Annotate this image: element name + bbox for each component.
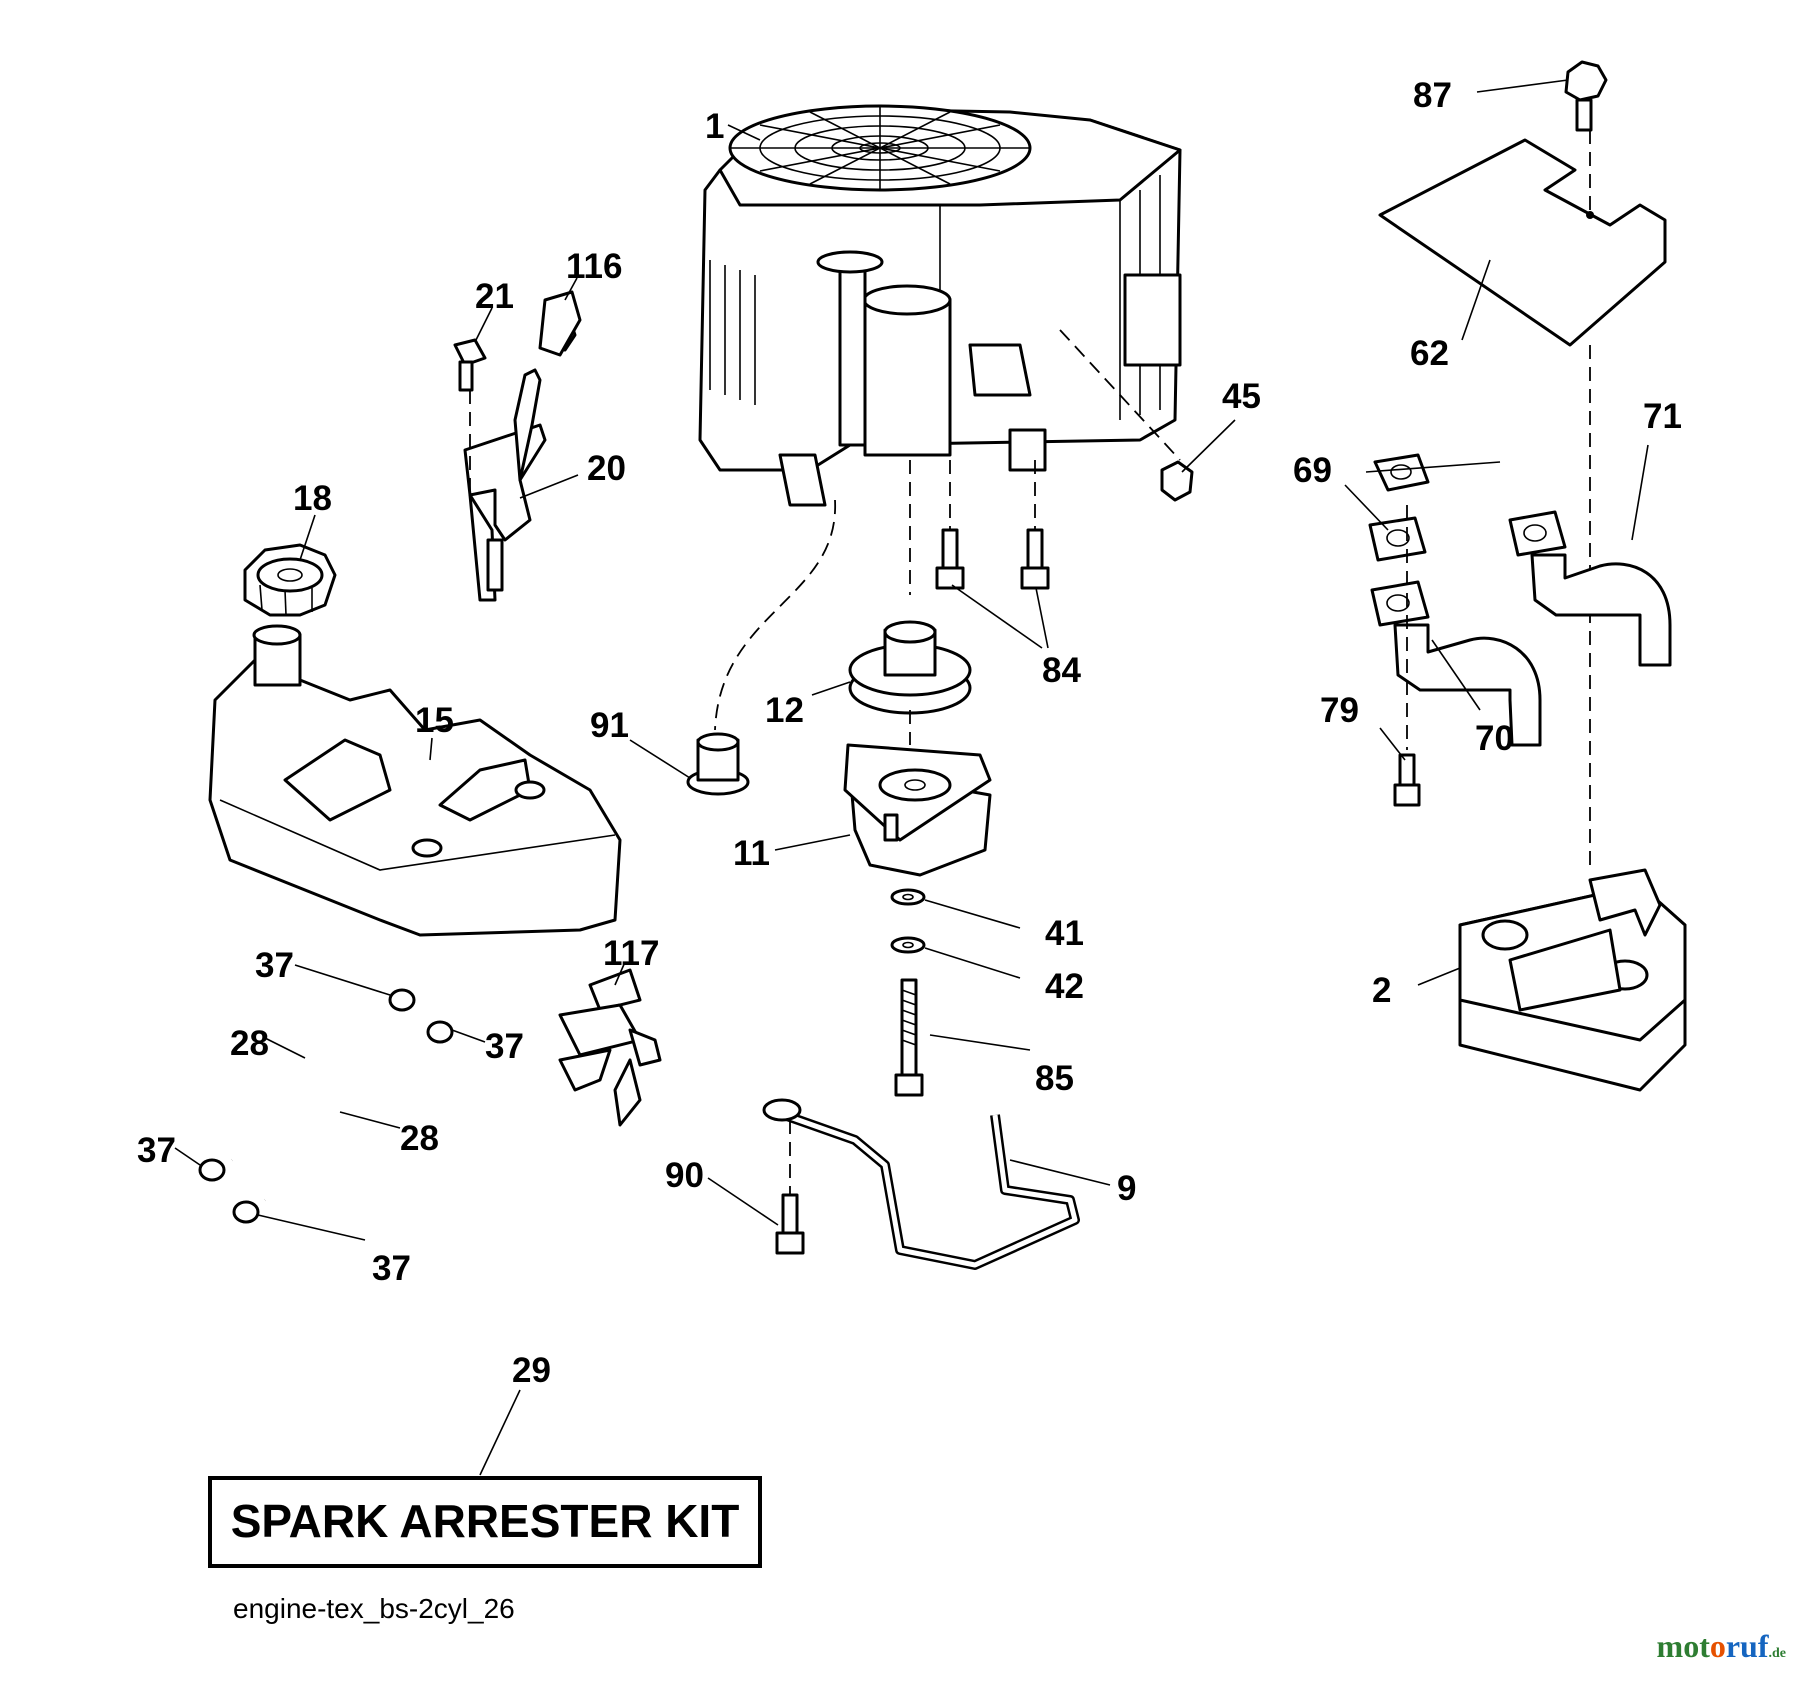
spark-arrester-kit-box: SPARK ARRESTER KIT	[208, 1476, 762, 1568]
throttle-knob-116	[538, 290, 582, 357]
label-70: 70	[1475, 719, 1514, 758]
pulley	[848, 620, 972, 715]
label-116: 116	[566, 247, 622, 286]
label-12: 12	[765, 691, 804, 730]
label-37-bottom: 37	[372, 1249, 411, 1288]
fuel-tank	[208, 624, 622, 937]
spark-arrester-kit-label: SPARK ARRESTER KIT	[231, 1495, 740, 1547]
label-37-top: 37	[255, 946, 294, 985]
bolts-84	[935, 528, 1050, 590]
label-37-mid: 37	[485, 1027, 524, 1066]
screw-79	[1393, 753, 1421, 807]
diagram-code: engine-tex_bs-2cyl_26	[233, 1593, 515, 1624]
muffler	[1458, 868, 1687, 1092]
label-9: 9	[1117, 1169, 1136, 1208]
label-15: 15	[415, 701, 454, 740]
fuel-cap	[243, 543, 337, 617]
deflector-knob	[1564, 60, 1608, 132]
label-42: 42	[1045, 967, 1084, 1006]
bracket-9	[762, 1098, 1080, 1270]
fuel-shutoff-valve	[558, 968, 662, 1127]
label-62: 62	[1410, 334, 1449, 373]
nut-45	[1160, 460, 1194, 502]
fuel-filter	[686, 732, 750, 796]
label-37-left: 37	[137, 1131, 176, 1170]
label-85: 85	[1035, 1059, 1074, 1098]
label-20: 20	[587, 449, 626, 488]
exhaust-pipe-70	[1370, 580, 1542, 747]
label-117: 117	[603, 934, 659, 973]
label-18: 18	[293, 479, 332, 518]
label-2: 2	[1372, 971, 1391, 1010]
deflector-plate	[1378, 138, 1667, 347]
label-69: 69	[1293, 451, 1332, 490]
label-79: 79	[1320, 691, 1359, 730]
bolt-85	[894, 978, 924, 1097]
label-84: 84	[1042, 651, 1081, 690]
watermark-logo: motoruf.de	[1656, 1628, 1786, 1664]
fuel-hoses	[230, 1003, 437, 1202]
label-29: 29	[512, 1351, 551, 1390]
exhaust-gaskets	[1368, 453, 1430, 562]
washer-41	[890, 888, 926, 906]
engine	[698, 104, 1182, 507]
label-28-upper: 28	[230, 1024, 269, 1063]
label-11: 11	[733, 834, 770, 873]
bolt-90	[775, 1193, 805, 1255]
hose-clamps	[198, 988, 454, 1224]
part-labels: 1 87 116 21 62 45 71 20 69 18 84 12 91 1…	[137, 76, 1682, 1390]
label-71: 71	[1643, 397, 1682, 436]
label-45: 45	[1222, 377, 1261, 416]
label-90: 90	[665, 1156, 704, 1195]
label-1: 1	[705, 107, 724, 146]
washer-42	[890, 936, 926, 954]
label-87: 87	[1413, 76, 1452, 115]
exhaust-pipe-71	[1508, 510, 1672, 667]
label-91: 91	[590, 706, 629, 745]
label-28-lower: 28	[400, 1119, 439, 1158]
screw-21	[453, 338, 487, 392]
label-21: 21	[475, 277, 514, 316]
label-41: 41	[1045, 914, 1084, 953]
electric-clutch	[843, 743, 992, 877]
leader-lines	[174, 79, 1649, 1476]
